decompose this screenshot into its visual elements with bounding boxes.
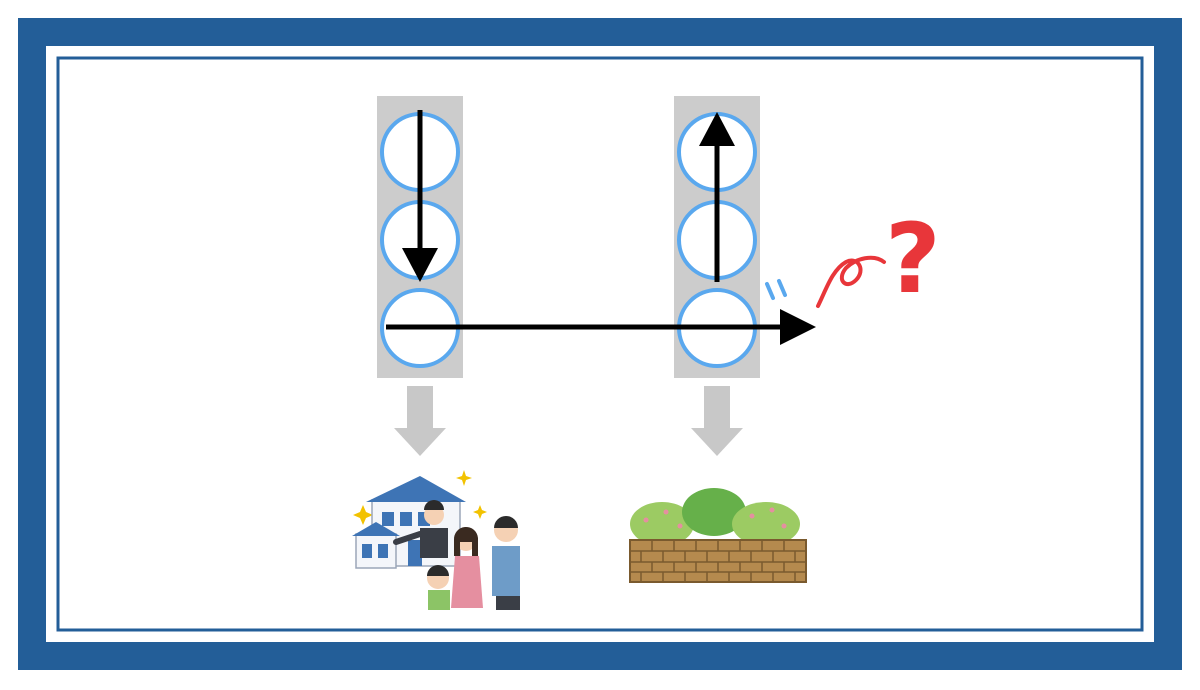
hedge-brick-wall-illustration: [629, 488, 807, 583]
grey-down-arrow-right: [691, 386, 743, 456]
left-down-arrowhead: [402, 248, 438, 282]
dakuten-mark: [765, 279, 787, 300]
question-mark: ?: [885, 203, 941, 315]
sparkle-icon: [353, 505, 373, 525]
inner-border: [56, 56, 1144, 632]
grey-down-arrow-left: [394, 386, 446, 456]
right-column: [674, 96, 760, 378]
left-column: [377, 96, 463, 378]
red-squiggle: [816, 255, 886, 308]
family-house-illustration: [352, 470, 520, 610]
white-panel: [46, 46, 1154, 642]
sparkle-icon: [473, 505, 487, 519]
horizontal-arrowhead: [780, 309, 816, 345]
sparkle-icon: [456, 470, 472, 486]
right-up-arrowhead: [699, 112, 735, 146]
